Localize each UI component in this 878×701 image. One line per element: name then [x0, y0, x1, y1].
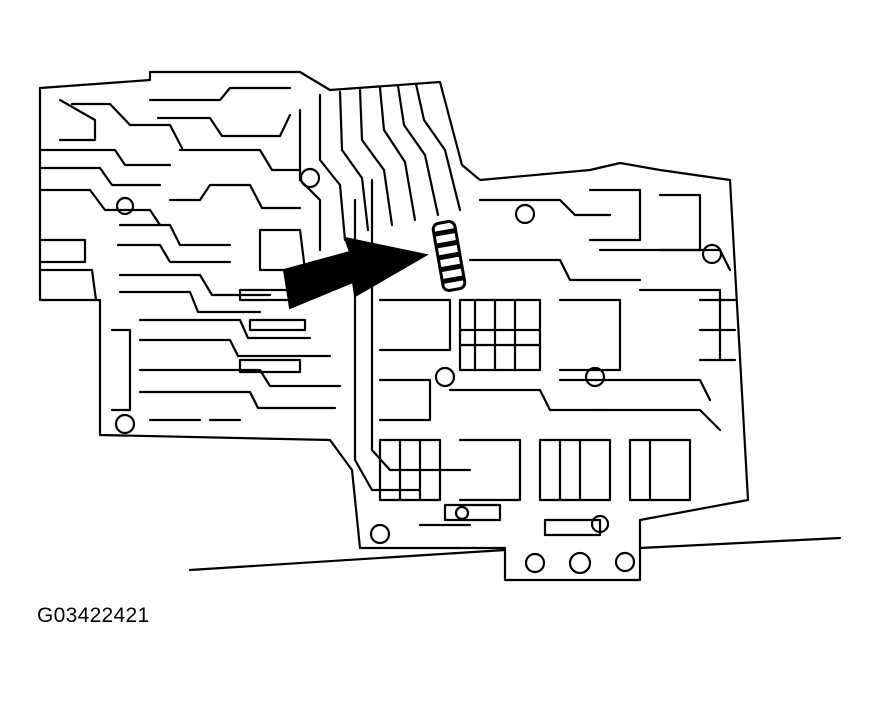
figure-id-label: G03422421	[37, 604, 150, 627]
spring-icon	[431, 220, 467, 292]
plate-outline	[38, 70, 750, 582]
callout-arrow-icon	[282, 236, 429, 310]
separator-line	[188, 536, 842, 572]
left-passages	[38, 82, 462, 422]
bolt-holes	[114, 167, 723, 575]
right-passages	[353, 178, 737, 537]
